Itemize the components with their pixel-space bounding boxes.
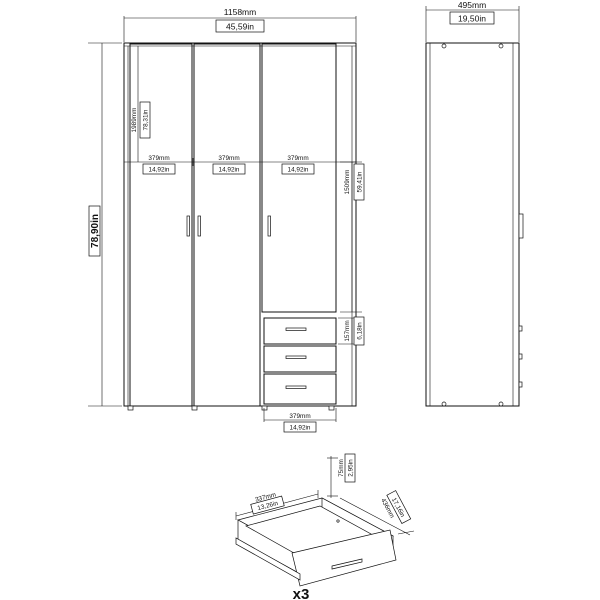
door-width-dimensions: 379mm 14,92in 379mm 14,92in 379mm 14,92i… (123, 155, 356, 175)
drawer-1 (263, 317, 337, 345)
depth-mm-label: 495mm (458, 0, 486, 10)
left-door (129, 43, 193, 407)
height-in-label: 78,90in (90, 214, 101, 248)
drawer-height-in-label: 6,18in (357, 322, 364, 340)
inner-height-mm-label: 1989mm (131, 108, 138, 133)
door-3-width-mm: 379mm (287, 155, 308, 162)
right-door-handle (267, 215, 271, 237)
shelf-height-in-label: 59,41in (357, 171, 364, 192)
shelf-height-mm-label: 1509mm (344, 170, 351, 195)
drawer-detail (235, 497, 397, 587)
drawer-2-handle (285, 355, 307, 359)
drawer-3-handle (285, 385, 307, 389)
front-view (123, 42, 357, 411)
drawer-1-handle (285, 327, 307, 331)
drawer-quantity-label: x3 (293, 586, 310, 600)
drawer-detail-height-dimension: 75mm 2,95in (327, 453, 356, 498)
drawer-left-rail (235, 537, 301, 581)
door-1-width-mm: 379mm (148, 155, 169, 162)
shelf-height-dimension: 1509mm 59,41in (340, 161, 365, 313)
height-dimension: 2004mm 78,90in (88, 42, 122, 407)
width-dimension: 1158mm 45,59in (123, 7, 357, 42)
drawer-detail-height-mm: 75mm (338, 459, 345, 477)
drawer-front-handle (331, 558, 363, 570)
front-carcass (123, 42, 357, 407)
width-in-label: 45,59in (226, 22, 254, 32)
door-3-width-in: 14,92in (288, 167, 309, 174)
drawer-2 (263, 345, 337, 373)
depth-dimension: 495mm 19,50in (425, 0, 520, 42)
side-view (425, 42, 524, 407)
door-2-width-mm: 379mm (218, 155, 239, 162)
middle-door (193, 43, 261, 407)
inner-height-dimension: 1989mm 78,31in (131, 46, 151, 162)
drawer-3 (263, 373, 337, 405)
drawer-width-in-label: 14,92in (290, 425, 311, 432)
door-2-width-in: 14,92in (219, 167, 240, 174)
middle-door-handle (197, 215, 201, 237)
door-1-width-in: 14,92in (149, 167, 170, 174)
drawer-detail-height-in: 2,95in (348, 459, 355, 477)
width-mm-label: 1158mm (224, 7, 256, 17)
drawer-width-dimension: 379mm 14,92in (263, 408, 337, 433)
inner-height-in-label: 78,31in (143, 109, 150, 130)
side-panel (425, 42, 520, 407)
drawer-width-mm-label: 379mm (289, 413, 310, 420)
drawer-height-mm-label: 157mm (344, 320, 351, 341)
right-door (261, 43, 337, 313)
left-door-handle (186, 215, 190, 237)
depth-in-label: 19,50in (458, 14, 486, 24)
drawer-width-detail-dimension: 337mm 13,26in (235, 490, 319, 520)
drawer-height-dimension: 157mm 6,18in (338, 316, 365, 346)
side-handle (518, 213, 524, 239)
